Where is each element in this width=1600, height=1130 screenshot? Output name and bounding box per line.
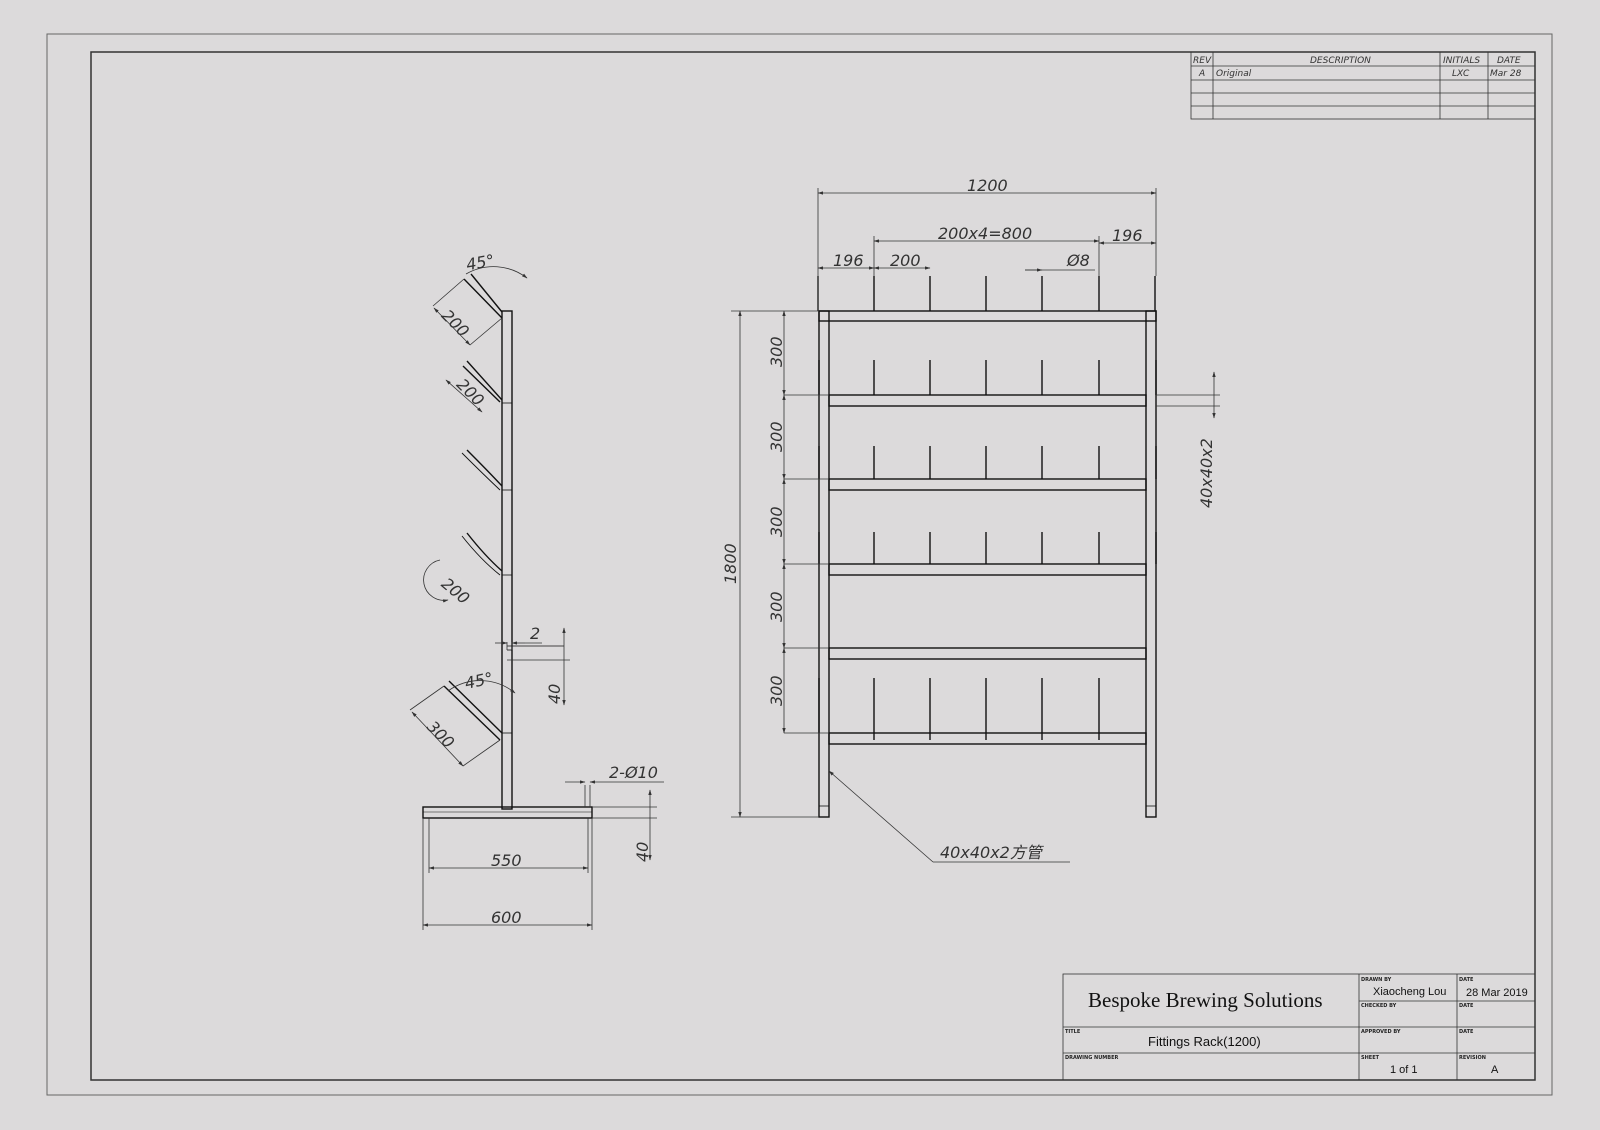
approved-by-label: APPROVED BY (1361, 1029, 1401, 1035)
side-wall: 2 (530, 624, 540, 643)
title-label: TITLE (1065, 1029, 1081, 1035)
side-view (422, 273, 593, 819)
front-total-width: 1200 (967, 176, 1008, 195)
front-pin-dia: Ø8 (1066, 251, 1090, 270)
front-shelf-5 (828, 732, 1147, 745)
front-shelf-1 (828, 394, 1147, 407)
side-base-height: 40 (633, 842, 652, 862)
side-angle-bottom: 45° (463, 668, 495, 692)
front-spacing-2: 300 (767, 421, 786, 452)
front-right-upright (1145, 310, 1157, 818)
drawn-by-label: DRAWN BY (1361, 977, 1392, 983)
checked-date-label: DATE (1459, 1003, 1474, 1009)
revision-label: REVISION (1459, 1055, 1486, 1061)
drawing-title: Fittings Rack(1200) (1148, 1034, 1261, 1049)
sheet-label: SHEET (1361, 1055, 1380, 1061)
date-label: DATE (1459, 977, 1474, 983)
company-name: Bespoke Brewing Solutions (1088, 988, 1323, 1012)
checked-by-label: CHECKED BY (1361, 1003, 1397, 1009)
front-top-bar (818, 310, 1157, 322)
front-spacing-5: 300 (767, 675, 786, 706)
side-angle-top: 45° (465, 251, 496, 275)
front-pitch-single: 200 (890, 251, 921, 270)
side-len-top-1: 200 (438, 306, 473, 341)
side-tube: 40 (545, 684, 564, 704)
side-len-top-2: 200 (453, 375, 488, 410)
outer-border (46, 33, 1553, 1096)
drawing-date: 28 Mar 2019 (1466, 987, 1528, 999)
side-len-curve: 200 (438, 574, 474, 608)
sheet-value: 1 of 1 (1390, 1064, 1418, 1076)
front-frame-note: 40x40x2方管 (940, 843, 1045, 862)
front-shelf-4 (828, 647, 1147, 660)
rev-header: REV (1193, 56, 1212, 66)
date-header: DATE (1497, 56, 1521, 66)
approved-date-label: DATE (1459, 1029, 1474, 1035)
date-value: Mar 28 (1490, 69, 1522, 79)
title-block (1062, 973, 1536, 1081)
front-side-left: 196 (833, 251, 864, 270)
initials-header: INITIALS (1443, 56, 1480, 66)
front-side-right: 196 (1112, 226, 1143, 245)
side-base (422, 806, 593, 819)
front-view (818, 310, 1157, 818)
front-tube-section: 40x40x2 (1197, 438, 1216, 508)
side-dimensions (409, 266, 664, 930)
drawing-number-label: DRAWING NUMBER (1065, 1055, 1118, 1061)
front-spacing-1: 300 (767, 336, 786, 367)
revision-value: A (1491, 1064, 1499, 1076)
front-shelf-3 (828, 563, 1147, 576)
inner-border (90, 51, 1536, 1081)
front-pitch: 200x4=800 (938, 224, 1032, 243)
front-spacing-4: 300 (767, 591, 786, 622)
front-dimensions (731, 188, 1220, 863)
description-value: Original (1216, 69, 1252, 79)
initials-value: LXC (1452, 69, 1470, 79)
front-spacing-3: 300 (767, 506, 786, 537)
drawn-by: Xiaocheng Lou (1373, 986, 1446, 998)
description-header: DESCRIPTION (1310, 56, 1371, 66)
front-total-height: 1800 (721, 543, 740, 584)
side-outer-width: 600 (491, 908, 522, 927)
front-shelf-2 (828, 478, 1147, 491)
side-upright (501, 310, 513, 810)
revision-table (1190, 51, 1536, 120)
front-pins (817, 276, 1157, 740)
side-holes: 2-Ø10 (609, 763, 658, 782)
rev-value: A (1198, 69, 1205, 79)
side-len-bottom: 300 (423, 717, 458, 752)
side-inner-width: 550 (491, 851, 522, 870)
